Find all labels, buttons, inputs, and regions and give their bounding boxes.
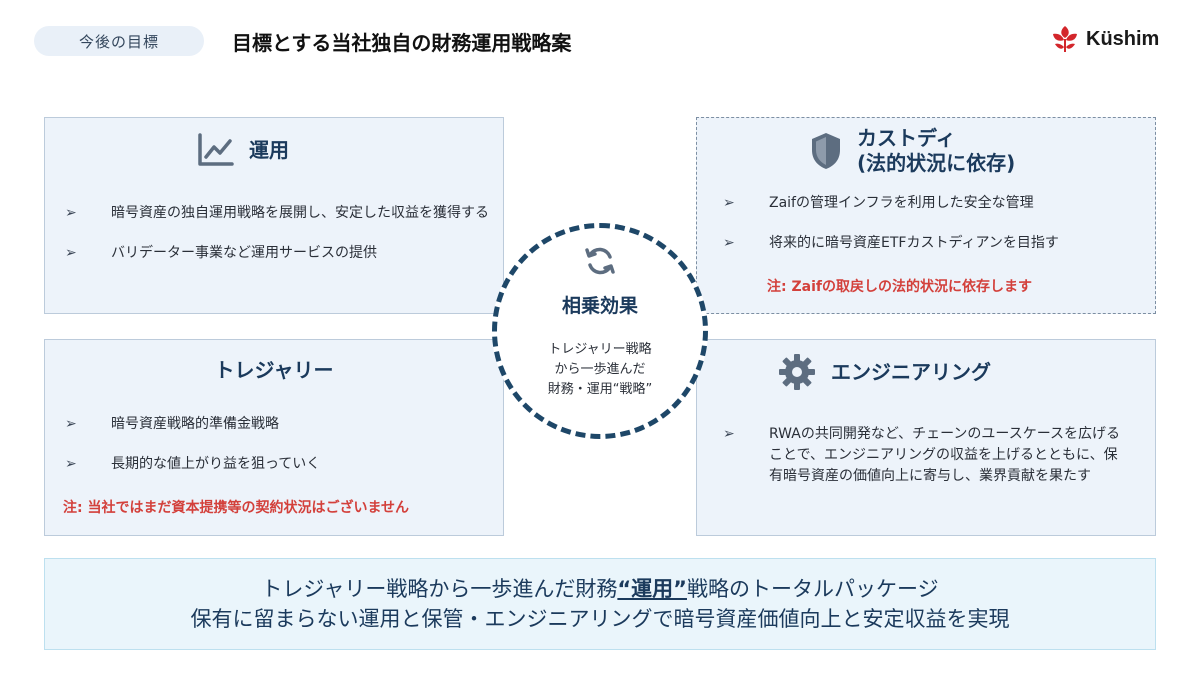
panel-engineering-header: エンジニアリング <box>777 352 991 392</box>
bullet-arrow-icon: ➢ <box>65 416 77 432</box>
summary-box: トレジャリー戦略から一歩進んだ財務“運用”戦略のトータルパッケージ 保有に留まら… <box>44 558 1156 650</box>
list-item: ➢暗号資産戦略的準備金戦略 <box>65 414 495 435</box>
logo-text: Küshim <box>1086 27 1160 50</box>
summary-line-2: 保有に留まらない運用と保管・エンジニアリングで暗号資産価値向上と安定収益を実現 <box>190 607 1010 631</box>
panel-custody: カストディ (法的状況に依存) ➢Zaifの管理インフラを利用した安全な管理 ➢… <box>696 117 1156 314</box>
bullet-arrow-icon: ➢ <box>65 245 77 261</box>
bullet-arrow-icon: ➢ <box>723 235 735 251</box>
section-tag: 今後の目標 <box>34 26 204 56</box>
panel-unyou: 運用 ➢暗号資産の独自運用戦略を展開し、安定した収益を獲得する ➢バリデーター事… <box>44 117 504 314</box>
bullet-arrow-icon: ➢ <box>65 456 77 472</box>
shield-icon <box>812 133 840 169</box>
summary-line-1: トレジャリー戦略から一歩進んだ財務“運用”戦略のトータルパッケージ <box>261 577 939 601</box>
synergy-icon-wrap <box>497 244 703 282</box>
list-item: ➢将来的に暗号資産ETFカストディアンを目指す <box>723 233 1148 254</box>
list-item: ➢Zaifの管理インフラを利用した安全な管理 <box>723 193 1148 214</box>
panel-unyou-bullets: ➢暗号資産の独自運用戦略を展開し、安定した収益を獲得する ➢バリデーター事業など… <box>65 203 495 283</box>
gear-icon <box>779 354 815 390</box>
summary-emphasis: “運用” <box>617 577 687 601</box>
panel-unyou-title: 運用 <box>249 137 289 162</box>
list-item: ➢バリデーター事業など運用サービスの提供 <box>65 243 495 264</box>
chart-line-icon <box>198 133 234 166</box>
sync-icon <box>585 247 615 275</box>
panel-engineering-bullets: ➢RWAの共同開発など、チェーンのユースケースを広げることで、エンジニアリングの… <box>723 424 1128 506</box>
list-item: ➢RWAの共同開発など、チェーンのユースケースを広げることで、エンジニアリングの… <box>723 426 1121 484</box>
synergy-text: トレジャリー戦略 から一歩進んだ 財務・運用“戦略” <box>547 342 653 397</box>
bullet-arrow-icon: ➢ <box>723 195 735 211</box>
panel-treasury: トレジャリー ➢暗号資産戦略的準備金戦略 ➢長期的な値上がり益を狙っていく 注:… <box>44 339 504 536</box>
kushim-logo-icon <box>1053 26 1077 52</box>
synergy-title: 相乗効果 <box>561 295 638 317</box>
synergy-circle: 相乗効果 トレジャリー戦略 から一歩進んだ 財務・運用“戦略” <box>492 223 708 439</box>
panel-engineering: エンジニアリング ➢RWAの共同開発など、チェーンのユースケースを広げることで、… <box>696 339 1156 536</box>
panel-engineering-title: エンジニアリング <box>831 359 991 384</box>
list-item: ➢長期的な値上がり益を狙っていく <box>65 454 495 475</box>
panel-treasury-bullets: ➢暗号資産戦略的準備金戦略 ➢長期的な値上がり益を狙っていく <box>65 414 495 494</box>
panel-custody-note: 注: Zaifの取戻しの法的状況に依存します <box>767 279 1032 295</box>
panel-custody-header: カストディ (法的状況に依存) <box>809 126 1015 176</box>
panel-unyou-header: 運用 <box>197 132 289 168</box>
bullet-arrow-icon: ➢ <box>723 426 735 442</box>
logo: Küshim <box>1050 24 1159 54</box>
panel-custody-title: カストディ (法的状況に依存) <box>857 126 1016 175</box>
list-item: ➢暗号資産の独自運用戦略を展開し、安定した収益を獲得する <box>65 203 495 224</box>
panel-custody-bullets: ➢Zaifの管理インフラを利用した安全な管理 ➢将来的に暗号資産ETFカストディ… <box>723 193 1148 273</box>
panel-treasury-note: 注: 当社ではまだ資本提携等の契約状況はございません <box>63 500 410 516</box>
panel-treasury-header: トレジャリー <box>45 358 503 383</box>
panel-treasury-title: トレジャリー <box>214 358 334 382</box>
bullet-arrow-icon: ➢ <box>65 205 77 221</box>
page-title: 目標とする当社独自の財務運用戦略案 <box>232 30 572 55</box>
